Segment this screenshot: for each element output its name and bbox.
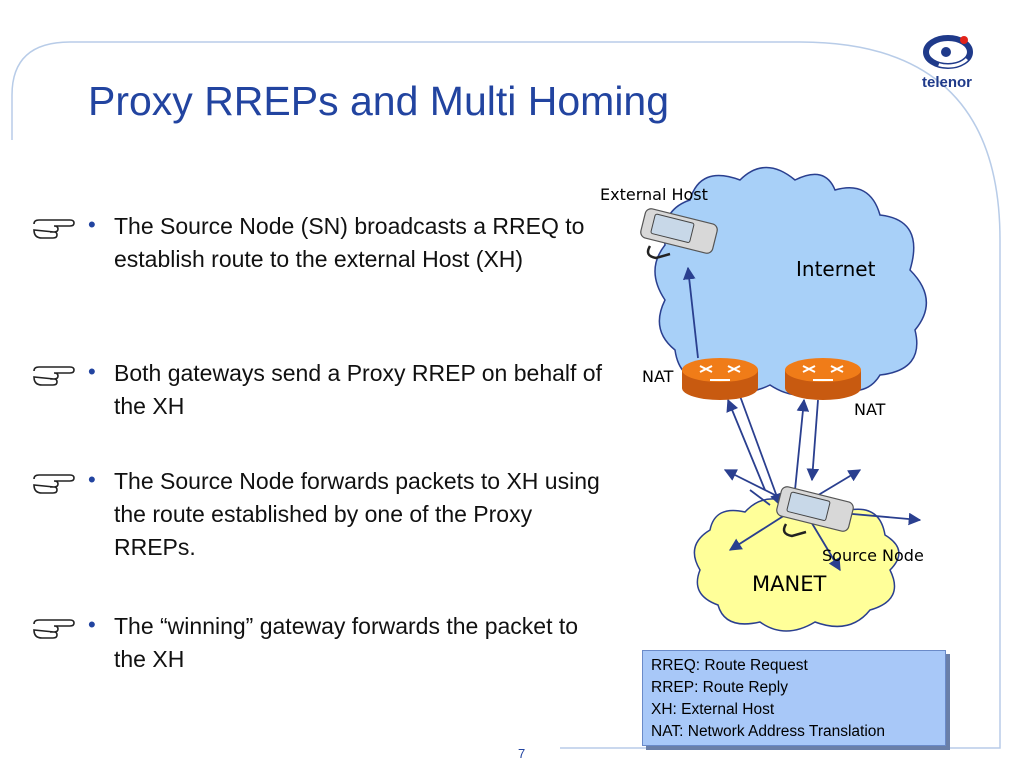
source-node-device-icon [776, 486, 854, 538]
abbreviations-legend: RREQ: Route Request RREP: Route Reply XH… [642, 650, 946, 746]
bullet-dot: • [88, 212, 96, 237]
bullet-text: Both gateways send a Proxy RREP on behal… [114, 360, 602, 419]
internet-cloud [654, 166, 928, 396]
legend-line: XH: External Host [651, 701, 775, 718]
page-number: 7 [518, 746, 526, 761]
bullet-dot: • [88, 467, 96, 492]
external-host-label: External Host [600, 185, 708, 204]
source-node-label: Source Node [822, 546, 924, 565]
bullet-text: The “winning” gateway forwards the packe… [114, 613, 579, 672]
telenor-logo: telenor [912, 26, 992, 96]
pointing-hand-icon [33, 474, 75, 494]
network-diagram: External Host Internet NAT NAT Source No… [580, 160, 1000, 645]
logo-text: telenor [921, 74, 972, 91]
manet-label: MANET [752, 572, 827, 596]
arrows [682, 266, 922, 572]
nat-left-label: NAT [642, 367, 674, 386]
router-left-icon [682, 358, 758, 400]
pointing-hand-icon [33, 366, 75, 386]
pointing-hand-icon [33, 619, 75, 639]
internet-label: Internet [796, 257, 876, 281]
telenor-logo-icon [923, 35, 973, 69]
bullet-text: The Source Node (SN) broadcasts a RREQ t… [114, 213, 585, 272]
slide-title: Proxy RREPs and Multi Homing [88, 78, 670, 124]
legend-line: NAT: Network Address Translation [651, 723, 886, 740]
nat-right-label: NAT [854, 400, 886, 419]
bullet-text: The Source Node forwards packets to XH u… [114, 468, 600, 560]
external-host-device-icon [640, 208, 718, 260]
bullet-dot: • [88, 612, 96, 637]
legend-line: RREP: Route Reply [651, 679, 788, 696]
legend-line: RREQ: Route Request [651, 657, 808, 674]
router-right-icon [785, 358, 861, 400]
bullet-dot: • [88, 359, 96, 384]
network-diagram-graphic [640, 166, 928, 632]
pointing-hand-icon [33, 219, 75, 239]
